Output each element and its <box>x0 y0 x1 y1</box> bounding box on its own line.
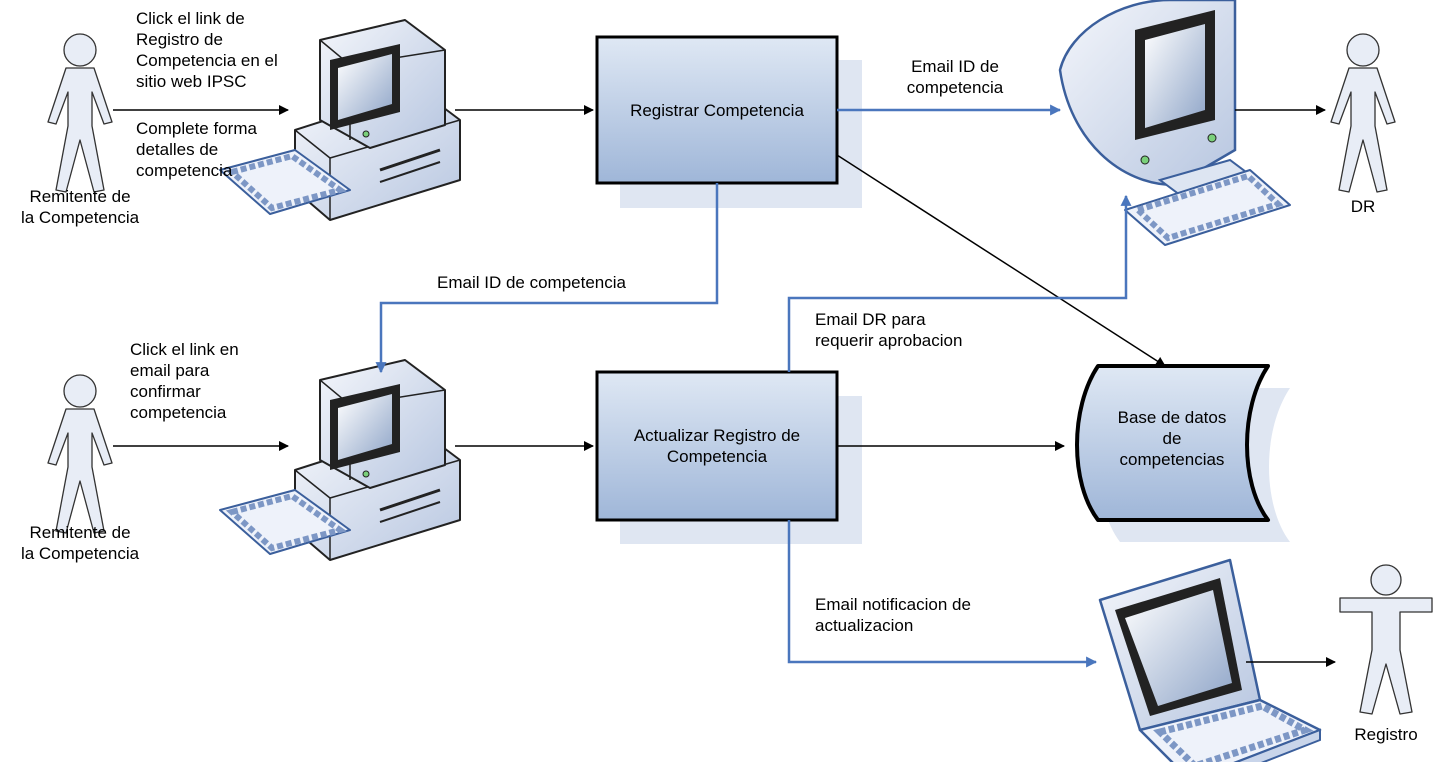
flow-label-email-dr: Email DR para requerir aprobacion <box>815 310 963 350</box>
actor-submitter-bottom-label: Remitente de la Competencia <box>20 523 140 563</box>
desktop-computer-bottom-icon <box>220 360 460 560</box>
flow-update-to-laptop <box>787 520 1098 668</box>
flow-update-to-monitor <box>787 194 1132 372</box>
arrow-register-to-database <box>836 154 1166 367</box>
actor-submitter-top-label: Remitente de la Competencia <box>20 187 140 227</box>
actor-dr-label: DR <box>1350 197 1376 216</box>
flow-label-email-id-top: Email ID de competencia <box>906 57 1004 97</box>
update-process: Actualizar Registro de Competencia <box>597 372 837 520</box>
note-click-email: Click el link en email para confirmar co… <box>130 340 239 422</box>
submitter-top-figure <box>47 33 113 193</box>
flow-label-email-id-mid: Email ID de competencia <box>437 273 626 292</box>
register-process: Registrar Competencia <box>597 37 837 183</box>
registro-figure <box>1339 564 1433 715</box>
submitter-bottom-figure <box>47 374 113 534</box>
database-shape <box>1075 364 1270 522</box>
register-process-box <box>595 35 839 185</box>
laptop-icon <box>1100 560 1320 762</box>
flow-register-to-pc-bottom <box>375 183 719 374</box>
update-process-label: Actualizar Registro de Competencia <box>633 426 801 466</box>
register-process-label: Registrar Competencia <box>630 100 804 120</box>
crt-monitor-icon <box>1060 0 1290 245</box>
database-label: Base de datos de competencias <box>1117 408 1227 469</box>
flow-label-email-notif: Email notificacion de actualizacion <box>815 595 971 635</box>
actor-registro-label: Registro <box>1354 725 1418 744</box>
dr-figure <box>1330 33 1396 193</box>
note-complete-form: Complete forma detalles de competencia <box>136 119 257 180</box>
note-click-link: Click el link de Registro de Competencia… <box>136 9 278 91</box>
